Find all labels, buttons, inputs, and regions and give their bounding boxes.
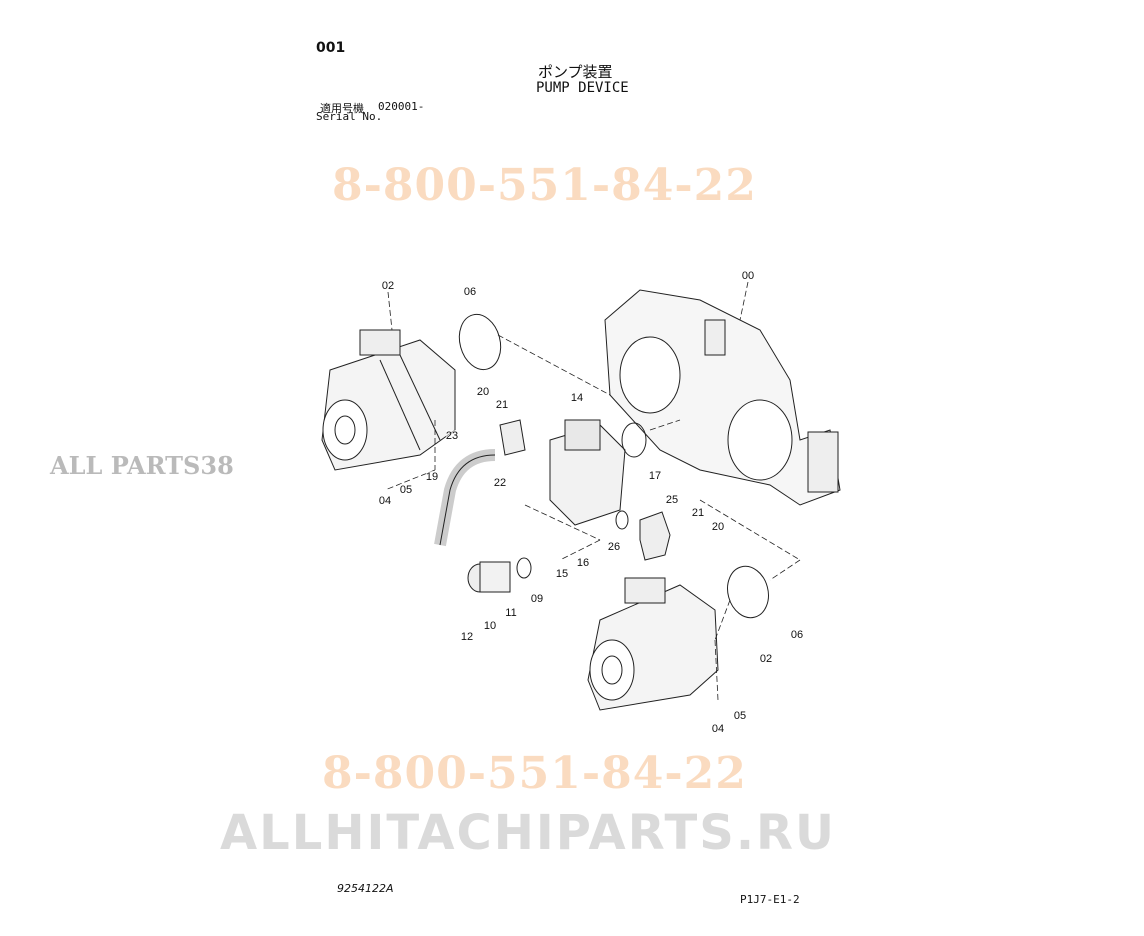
page-number: 001 <box>316 40 346 56</box>
watermark-site: ALLHITACHIPARTS.RU <box>220 805 836 861</box>
leader-lines <box>384 281 801 701</box>
gear-pump-11 <box>467 561 511 593</box>
serial-label-english: Serial No. <box>316 110 383 123</box>
o-ring-26 <box>615 510 629 530</box>
callout-06: 06 <box>463 286 477 298</box>
callout-20: 20 <box>711 521 725 533</box>
drawing-code: 9254122A <box>337 882 394 895</box>
callout-14: 14 <box>570 392 584 404</box>
callout-26: 26 <box>607 541 621 553</box>
callout-21: 21 <box>691 507 705 519</box>
o-ring-17 <box>621 422 647 458</box>
serial-value: 020001- <box>378 100 425 113</box>
callout-05: 05 <box>733 710 747 722</box>
pump-upper <box>321 329 456 471</box>
watermark-phone-top: 8-800-551-84-22 <box>332 160 757 211</box>
callout-17: 17 <box>648 470 662 482</box>
callout-11: 11 <box>505 607 517 619</box>
serial-label-japanese: 適用号機 <box>320 102 364 115</box>
callout-23: 23 <box>445 430 459 442</box>
callout-19: 19 <box>425 471 439 483</box>
callout-16: 16 <box>576 557 590 569</box>
gear-housing <box>604 289 841 506</box>
callout-04: 04 <box>711 723 725 735</box>
callout-04: 04 <box>378 495 392 507</box>
watermark-phone-bottom: 8-800-551-84-22 <box>322 748 747 799</box>
watermark-logo: ALL PARTS38 <box>50 451 234 480</box>
title-english: PUMP DEVICE <box>536 80 629 96</box>
pump-lower <box>587 577 719 711</box>
o-ring-09 <box>516 557 532 579</box>
block-25 <box>639 511 671 561</box>
title-japanese: ポンプ装置 <box>538 63 613 81</box>
callout-00: 00 <box>741 270 755 282</box>
callout-02: 02 <box>381 280 395 292</box>
callout-21: 21 <box>495 399 509 411</box>
callout-09: 09 <box>530 593 544 605</box>
callout-10: 10 <box>483 620 497 632</box>
callout-15: 15 <box>555 568 569 580</box>
sheet-reference: P1J7-E1-2 <box>740 893 800 906</box>
o-ring-06 <box>458 313 502 371</box>
callout-05: 05 <box>399 484 413 496</box>
callout-06: 06 <box>790 629 804 641</box>
callout-22: 22 <box>493 477 507 489</box>
callout-25: 25 <box>665 494 679 506</box>
callout-02: 02 <box>759 653 773 665</box>
callout-20: 20 <box>476 386 490 398</box>
o-ring-06-lower <box>727 565 769 619</box>
valve-block <box>499 419 626 526</box>
callout-12: 12 <box>460 631 474 643</box>
